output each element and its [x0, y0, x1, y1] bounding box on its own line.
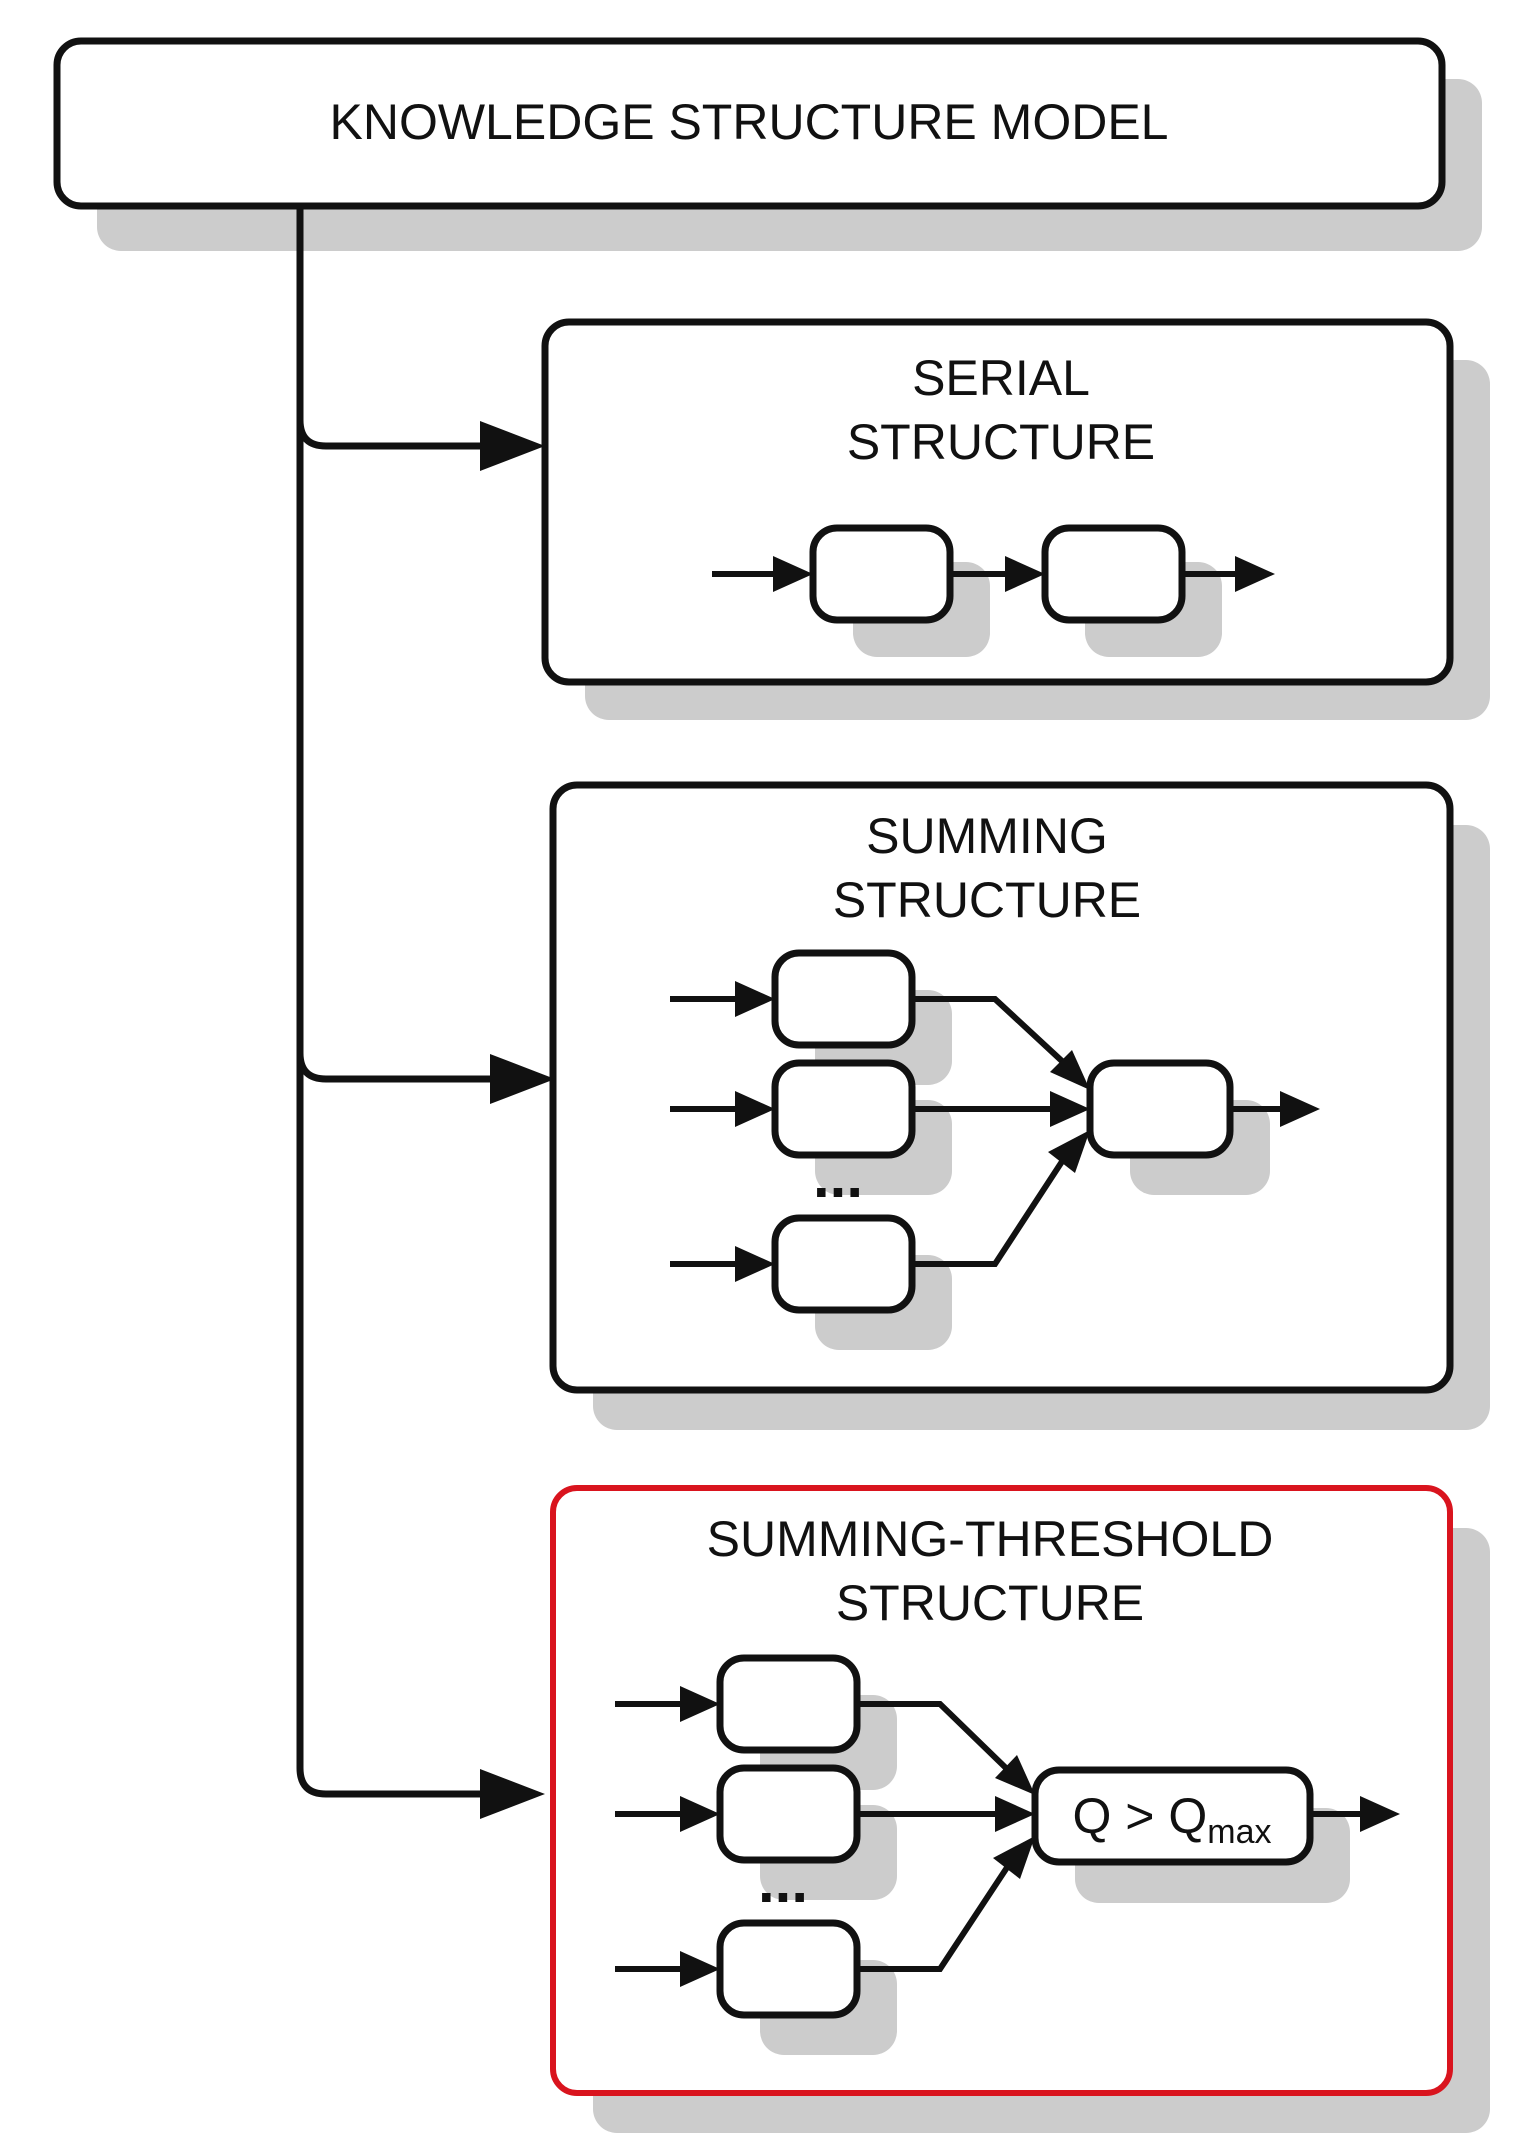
root-node: KNOWLEDGE STRUCTURE MODEL — [53, 37, 1482, 251]
threshold-input-node-3 — [716, 1919, 861, 2019]
summing-merge-arrowhead-2 — [1050, 1091, 1090, 1127]
serial-node-1 — [809, 524, 954, 624]
trunk-line — [296, 206, 490, 1798]
serial-input-arrowhead — [773, 556, 813, 592]
threshold-output-arrowhead — [1360, 1796, 1400, 1832]
summing-input-arrowhead-2 — [735, 1091, 775, 1127]
threshold-merge-arrowhead-3 — [993, 1836, 1035, 1879]
summing-input-node-1 — [771, 949, 916, 1049]
summing-input-arrowhead-1 — [735, 981, 775, 1017]
summing-title-line1: SUMMING — [866, 808, 1108, 864]
serial-panel-box — [541, 318, 1454, 686]
threshold-ellipsis: ... — [758, 1848, 808, 1915]
threshold-merge-line-1 — [857, 1701, 1011, 1773]
summing-input-node-2 — [771, 1059, 916, 1159]
summing-merge-line-3 — [912, 1158, 1066, 1267]
threshold-merge-arrowhead-1 — [995, 1755, 1035, 1795]
summing-structure-panel: SUMMING STRUCTURE ... — [549, 781, 1490, 1430]
summing-merge-arrowhead-3 — [1048, 1130, 1090, 1173]
summing-input-arrowhead-3 — [735, 1246, 775, 1282]
root-box — [53, 37, 1446, 210]
branch-arrowheads — [480, 421, 555, 1819]
threshold-title-line1: SUMMING-THRESHOLD — [707, 1511, 1274, 1567]
root-label: KNOWLEDGE STRUCTURE MODEL — [330, 94, 1169, 150]
threshold-merge-line-3 — [857, 1864, 1011, 1972]
connector-tree — [296, 206, 500, 1798]
summing-output-arrowhead — [1280, 1091, 1320, 1127]
summing-merge-arrowhead-1 — [1050, 1050, 1090, 1090]
threshold-input-arrowhead-1 — [680, 1686, 720, 1722]
summing-output-node — [1086, 1059, 1234, 1159]
serial-node-2 — [1041, 524, 1186, 624]
threshold-merge-arrowhead-2 — [995, 1796, 1035, 1832]
serial-title-line1: SERIAL — [912, 350, 1090, 406]
branch-to-summing — [296, 1052, 500, 1083]
summing-merge-line-1 — [912, 996, 1066, 1065]
summing-ellipsis: ... — [813, 1143, 863, 1210]
arrowhead-serial — [480, 421, 545, 471]
serial-link-arrowhead — [1005, 556, 1045, 592]
threshold-input-arrowhead-3 — [680, 1951, 720, 1987]
threshold-input-arrowhead-2 — [680, 1796, 720, 1832]
threshold-condition-label: Q > Qmax — [1073, 1788, 1272, 1851]
serial-structure-panel: SERIAL STRUCTURE — [541, 318, 1490, 720]
summing-input-node-3 — [771, 1214, 916, 1314]
arrowhead-summing — [490, 1054, 555, 1104]
arrowhead-threshold — [480, 1769, 545, 1819]
serial-output-arrowhead — [1235, 556, 1275, 592]
threshold-condition-main: Q > Q — [1073, 1788, 1208, 1844]
threshold-condition-subscript: max — [1207, 1813, 1271, 1851]
branch-to-serial — [296, 419, 490, 450]
threshold-input-node-2 — [716, 1764, 861, 1864]
threshold-input-node-1 — [716, 1654, 861, 1754]
threshold-title-line2: STRUCTURE — [836, 1575, 1144, 1631]
summing-title-line2: STRUCTURE — [833, 872, 1141, 928]
serial-title-line2: STRUCTURE — [847, 414, 1155, 470]
summing-threshold-structure-panel: SUMMING-THRESHOLD STRUCTURE Q > Qmax ... — [550, 1485, 1490, 2133]
